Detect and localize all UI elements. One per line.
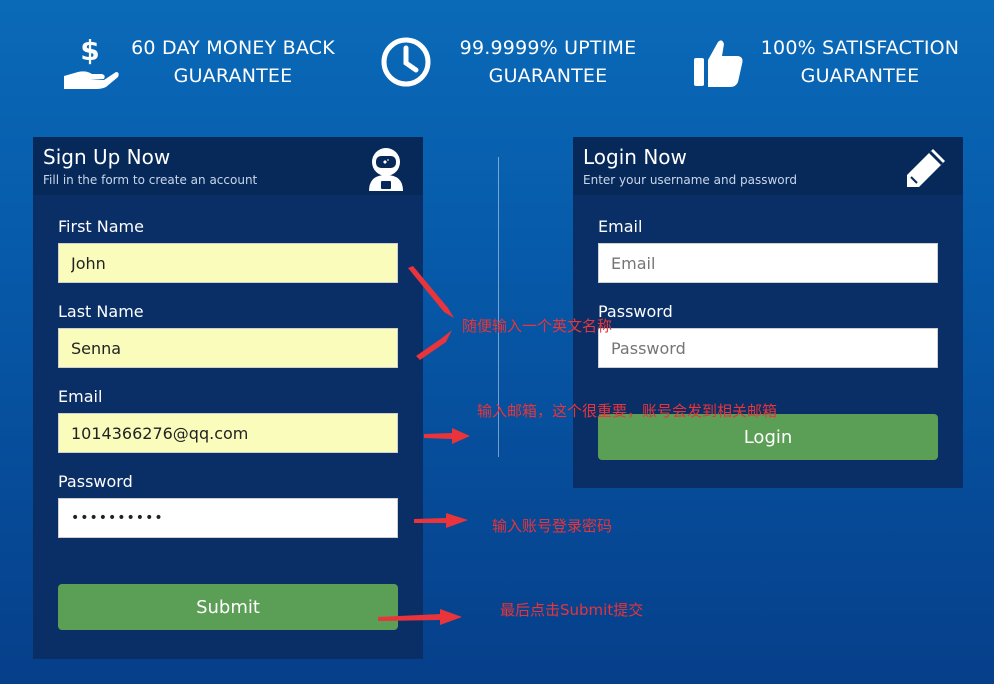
clock-icon (374, 30, 438, 94)
login-panel: Login Now Enter your username and passwo… (573, 137, 963, 488)
login-email-label: Email (598, 217, 643, 236)
feature-line1: 100% SATISFACTION (760, 37, 960, 59)
feature-text: 100% SATISFACTION GUARANTEE (760, 34, 960, 90)
annotation-submit: 最后点击Submit提交 (500, 601, 644, 619)
feature-text: 99.9999% UPTIME GUARANTEE (448, 34, 648, 90)
last-name-label: Last Name (58, 302, 144, 321)
arrow-password (414, 513, 468, 528)
arrow-name-bottom (416, 330, 452, 360)
feature-line2: GUARANTEE (488, 65, 608, 87)
login-password-label: Password (598, 302, 673, 321)
annotation-name: 随便输入一个英文名称 (462, 317, 613, 335)
email-input[interactable] (58, 413, 398, 453)
arrow-name-top (408, 266, 454, 318)
feature-line2: GUARANTEE (173, 65, 293, 87)
feature-line1: 99.9999% UPTIME (459, 37, 637, 59)
feature-text: 60 DAY MONEY BACK GUARANTEE (128, 34, 338, 90)
email-label: Email (58, 387, 103, 406)
feature-line1: 60 DAY MONEY BACK (131, 37, 335, 59)
signup-subtitle: Fill in the form to create an account (43, 173, 258, 187)
feature-money-back: $ 60 DAY MONEY BACK GUARANTEE (58, 30, 338, 94)
signup-panel: Sign Up Now Fill in the form to create a… (33, 137, 423, 659)
arrow-email (424, 428, 470, 444)
login-subtitle: Enter your username and password (583, 173, 797, 187)
login-header: Login Now Enter your username and passwo… (573, 137, 963, 195)
signup-title: Sign Up Now (43, 145, 171, 169)
feature-line2: GUARANTEE (800, 65, 920, 87)
password-label: Password (58, 472, 133, 491)
signup-header: Sign Up Now Fill in the form to create a… (33, 137, 423, 195)
submit-button[interactable]: Submit (58, 584, 398, 630)
login-email-input[interactable] (598, 243, 938, 283)
login-title: Login Now (583, 145, 687, 169)
last-name-input[interactable] (58, 328, 398, 368)
password-input[interactable] (58, 498, 398, 538)
pencil-icon (907, 149, 945, 187)
divider (498, 157, 499, 457)
first-name-input[interactable] (58, 243, 398, 283)
first-name-label: First Name (58, 217, 144, 236)
arrow-submit (378, 609, 462, 625)
money-hand-icon: $ (58, 30, 122, 94)
feature-satisfaction: 100% SATISFACTION GUARANTEE (686, 30, 960, 94)
annotation-password: 输入账号登录密码 (492, 517, 613, 535)
thumbs-up-icon (686, 30, 750, 94)
annotation-email: 输入邮箱，这个很重要，账号会发到相关邮箱 (477, 402, 778, 420)
login-password-input[interactable] (598, 328, 938, 368)
login-button[interactable]: Login (598, 414, 938, 460)
feature-uptime: 99.9999% UPTIME GUARANTEE (374, 30, 648, 94)
astronaut-icon (369, 148, 403, 191)
svg-text:$: $ (80, 34, 99, 67)
